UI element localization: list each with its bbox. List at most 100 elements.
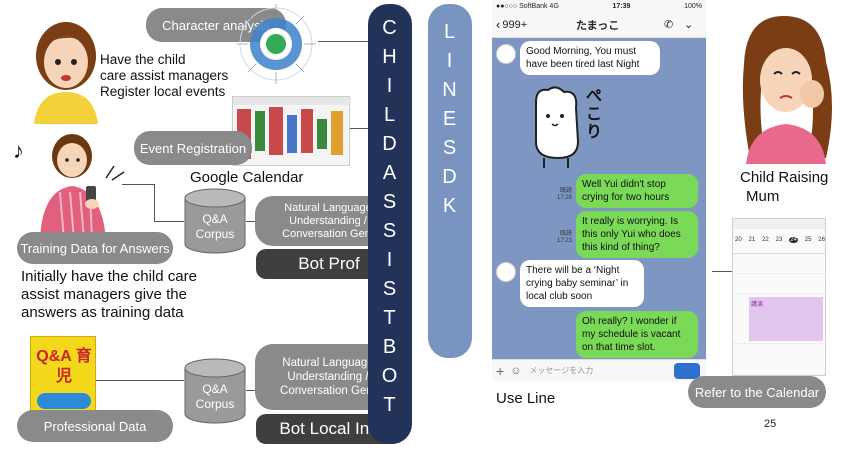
qa-corpus-cylinder-icon	[184, 188, 246, 254]
connector-line	[154, 221, 184, 222]
connector-line	[318, 41, 370, 42]
child-assist-bot-bar: C H I L D A S S I S T B O T	[368, 4, 412, 444]
connector-line	[350, 128, 370, 129]
back-count[interactable]: 999+	[502, 18, 528, 31]
bar-letter: A	[382, 162, 398, 184]
mum-caption-line-1: Child Raising	[740, 169, 829, 186]
back-chevron-icon[interactable]: ‹	[496, 17, 501, 32]
chat-name: たまっこ	[576, 19, 620, 32]
bar-letter: K	[442, 195, 458, 217]
calendar-screenshot: 20 21 22 23 24 25 26 講演	[732, 218, 826, 376]
calendar-day: 25	[804, 237, 812, 243]
child-raising-mum-caption: Child Raising Mum	[740, 168, 828, 206]
plus-icon[interactable]: +	[496, 362, 505, 379]
line-sdk-bar: L I N E S D K	[428, 4, 472, 358]
phone-status-bar: ●●○○○ SoftBank 4G 17:39 100%	[492, 0, 706, 12]
woman-avatar-icon	[34, 22, 98, 124]
surprise-lines-icon	[105, 165, 125, 181]
qa-corpus-cylinder-icon	[184, 358, 246, 424]
initially-line-2: assist managers give the	[21, 286, 187, 303]
page-number: 25	[764, 418, 777, 430]
connector-line	[122, 184, 154, 185]
managers-register-line-2: care assist managers	[100, 68, 229, 83]
bar-letter: S	[382, 191, 398, 213]
professional-data-label: Professional Data	[17, 410, 173, 442]
bar-letter: T	[383, 394, 397, 416]
bar-letter: I	[386, 75, 394, 97]
phone-call-icon[interactable]: ✆	[664, 19, 674, 31]
message-time: 17:23	[556, 238, 572, 244]
managers-register-text: Have the child care assist managers Regi…	[100, 52, 228, 100]
bar-letter: D	[382, 133, 398, 155]
refer-calendar-label: Refer to the Calendar	[688, 376, 826, 408]
music-note-icon: ♪	[13, 138, 24, 163]
bar-letter: S	[382, 220, 398, 242]
mum-caption-line-2: Mum	[746, 188, 780, 205]
calendar-day: 20	[735, 237, 742, 243]
use-line-caption: Use Line	[496, 390, 556, 407]
calendar-event-block: 講演	[749, 297, 823, 341]
calendar-day: 26	[818, 237, 825, 243]
connector-line	[154, 184, 155, 221]
calendar-day: 21	[748, 237, 756, 243]
initially-line-1: Initially have the child care	[21, 268, 197, 285]
sticker-text: ぺこり	[586, 88, 603, 141]
chat-message: Good Morning, You must have been tired l…	[520, 41, 660, 75]
connector-line	[246, 221, 256, 222]
message-input-bar: + ☺ メッセージを入力	[492, 359, 706, 381]
qa-corpus-label: Q&A Corpus	[195, 212, 235, 241]
chat-message: There will be a ‘Night crying baby semin…	[520, 260, 644, 307]
message-input[interactable]: メッセージを入力	[529, 366, 594, 375]
read-label: 既読	[559, 188, 572, 194]
clock-text: 17:39	[612, 2, 631, 10]
bear-sticker-icon	[535, 86, 580, 168]
bar-letter: O	[381, 365, 399, 387]
line-chat-screenshot: ●●○○○ SoftBank 4G 17:39 100% ‹ 999+ たまっこ…	[492, 0, 706, 381]
woman-with-phone-icon	[40, 134, 106, 240]
bar-letter: L	[443, 21, 457, 43]
initially-line-3: answers as training data	[21, 304, 184, 321]
microphone-icon[interactable]	[674, 363, 700, 379]
bar-letter: E	[442, 108, 458, 130]
bot-avatar	[496, 44, 516, 64]
calendar-day: 22	[762, 237, 769, 243]
read-label: 既読	[559, 231, 572, 237]
managers-register-line-3: Register local events	[100, 84, 226, 99]
bar-letter: I	[446, 50, 454, 72]
chat-message: Oh really? I wonder if my schedule is va…	[576, 311, 698, 358]
message-time: 17:28	[556, 195, 572, 201]
read-receipt: 既読 17:23	[550, 231, 572, 245]
battery-text: 100%	[684, 2, 702, 10]
google-calendar-screenshot	[232, 96, 351, 166]
calendar-day: 24	[789, 237, 798, 243]
bot-avatar	[496, 262, 516, 282]
chat-message: Well Yui didn't stop crying for two hour…	[576, 174, 698, 208]
character-analysis-chart-icon	[236, 4, 316, 84]
bar-letter: I	[386, 249, 394, 271]
bar-letter: D	[442, 166, 458, 188]
bar-letter: S	[382, 278, 398, 300]
qa-corpus-label: Q&A Corpus	[195, 382, 235, 411]
managers-register-line-1: Have the child	[100, 52, 186, 67]
event-registration-label: Event Registration	[134, 131, 252, 165]
bar-letter: T	[383, 307, 397, 329]
read-receipt: 既読 17:28	[550, 188, 572, 202]
chat-header: ‹ 999+ たまっこ ✆ ⌄	[492, 12, 706, 38]
bar-letter: B	[382, 336, 398, 358]
bar-letter: S	[442, 137, 458, 159]
bar-letter: C	[382, 17, 398, 39]
google-calendar-caption: Google Calendar	[190, 169, 304, 186]
chevron-down-icon[interactable]: ⌄	[684, 19, 694, 31]
emoji-icon[interactable]: ☺	[510, 364, 522, 377]
connector-line	[96, 380, 184, 381]
bar-letter: L	[383, 104, 397, 126]
bar-letter: N	[442, 79, 458, 101]
training-data-label: Training Data for Answers	[17, 232, 173, 264]
carrier-text: ●●○○○ SoftBank 4G	[496, 2, 559, 10]
connector-line	[246, 390, 256, 391]
calendar-day: 23	[775, 237, 783, 243]
calendar-week-row: 20 21 22 23 24 25 26	[735, 237, 825, 243]
initially-text: Initially have the child care assist man…	[21, 268, 197, 322]
book-title-text: Q&A 育児	[36, 348, 92, 385]
chat-message: It really is worrying. Is this only Yui …	[576, 211, 698, 258]
